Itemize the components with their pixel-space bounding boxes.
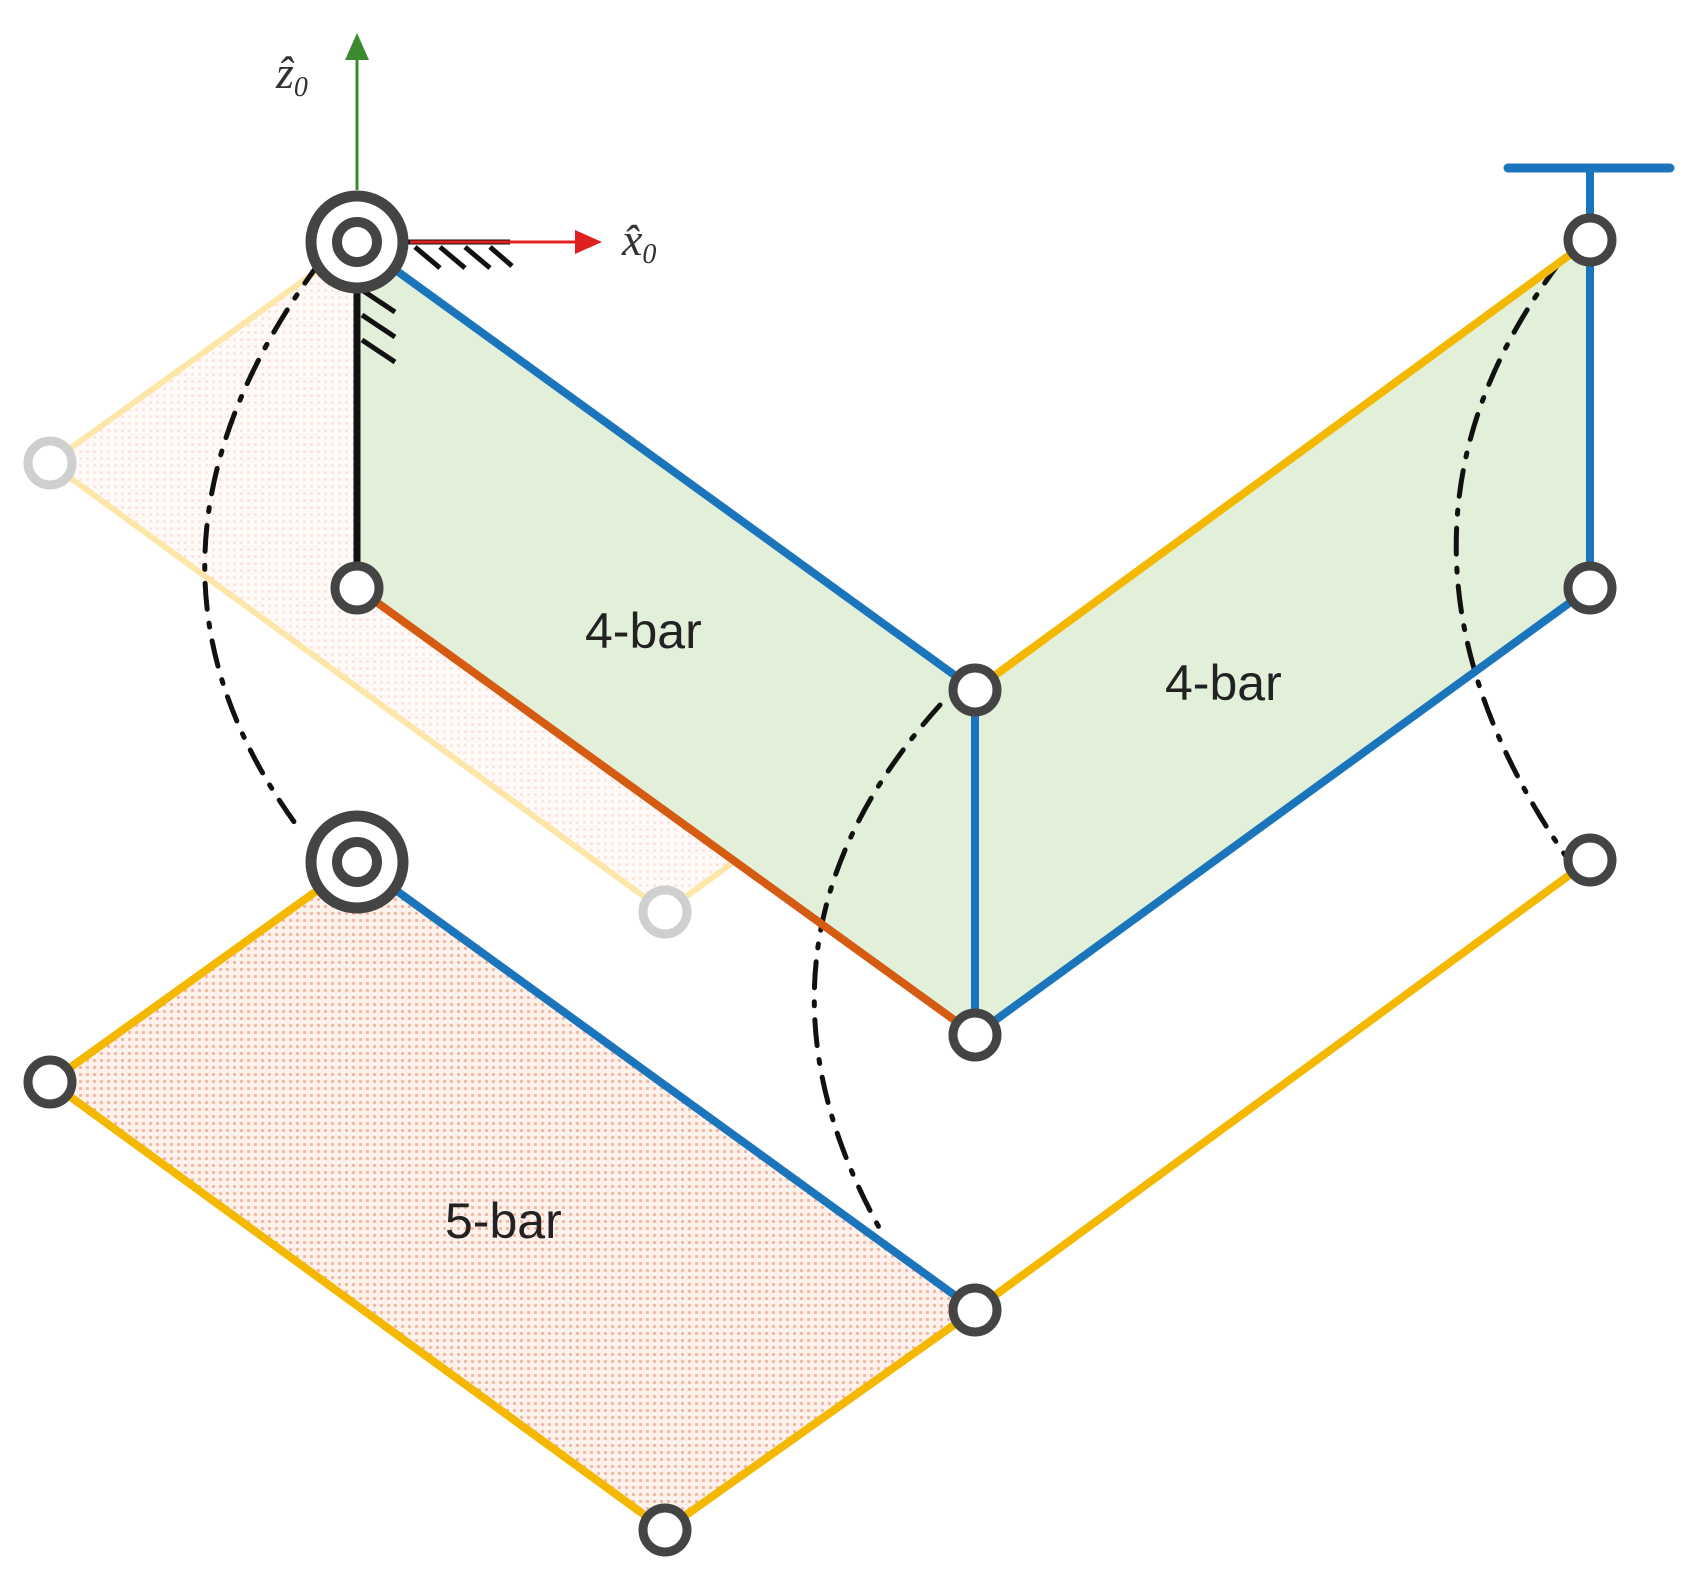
joint	[23, 1055, 77, 1109]
yellow-link-lower-left-top	[46, 858, 361, 1086]
joint	[1563, 561, 1617, 615]
label-left-four-bar: 4-bar	[585, 603, 702, 659]
ground-hatch-vertical	[360, 287, 397, 365]
ground-hatch-horizontal	[413, 245, 514, 270]
actuated-joint-top	[305, 190, 409, 294]
joint	[948, 1283, 1002, 1337]
blue-link-right-lower	[971, 584, 1594, 1039]
label-right-four-bar: 4-bar	[1165, 655, 1282, 711]
joint	[1563, 213, 1617, 267]
right-motion-arc	[1453, 259, 1568, 858]
left-motion-arc	[202, 259, 323, 833]
ghost-joint-bottom	[638, 885, 692, 939]
joints	[23, 213, 1617, 1557]
blue-link-upper	[353, 238, 979, 694]
joint	[948, 663, 1002, 717]
yellow-link-lower-bottom-right	[661, 1306, 979, 1534]
joint	[638, 1503, 692, 1557]
x-axis-label: x̂0	[621, 214, 656, 270]
middle-motion-arc	[811, 702, 943, 1241]
links	[46, 163, 1675, 1534]
joint	[330, 561, 384, 615]
joint	[1563, 833, 1617, 887]
actuated-joint-bottom	[305, 810, 409, 914]
ghost-joint-left	[23, 436, 77, 490]
right-four-bar-fill	[975, 240, 1590, 1035]
yellow-link-lower-long	[971, 856, 1594, 1314]
label-five-bar: 5-bar	[445, 1193, 562, 1249]
blue-link-lower	[353, 858, 979, 1314]
coordinate-frame: ẑ0 x̂0	[275, 33, 656, 270]
ghost-joints	[23, 436, 692, 939]
yellow-link-upper	[971, 236, 1594, 694]
five-bar-fill	[50, 862, 975, 1530]
left-four-bar-fill	[357, 242, 975, 1035]
orange-link	[353, 584, 979, 1039]
joint	[948, 1008, 1002, 1062]
z-axis-label: ẑ0	[275, 47, 308, 103]
yellow-link-lower-left-bottom	[46, 1078, 669, 1534]
